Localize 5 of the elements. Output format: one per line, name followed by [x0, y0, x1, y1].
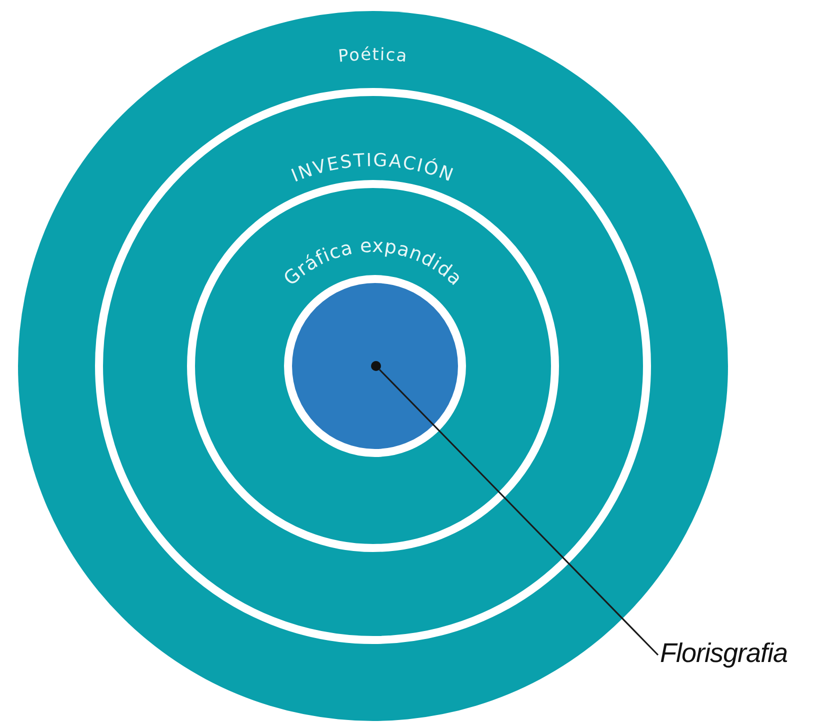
ring-label: Poética [337, 44, 409, 67]
center-dot [371, 361, 381, 371]
leader-line [378, 369, 659, 656]
ring-label: INVESTIGACIÓN [288, 150, 458, 187]
callout-label: Florisgrafia [660, 638, 788, 669]
